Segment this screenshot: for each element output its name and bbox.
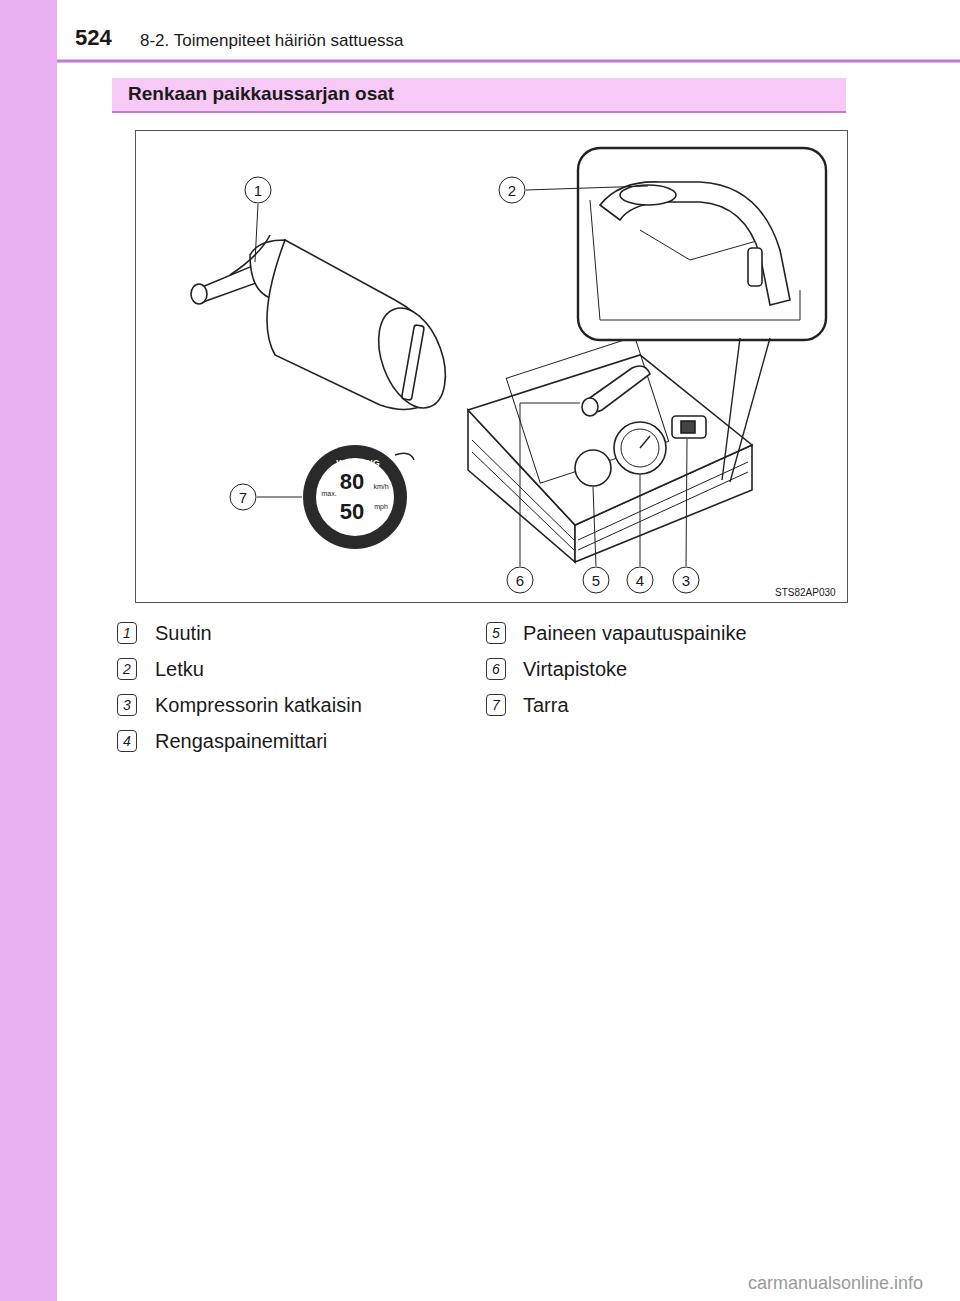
page-number: 524 [75, 25, 112, 51]
callout-number: 7 [239, 489, 247, 506]
part-name: Rengaspainemittari [155, 730, 327, 753]
running-header: 8-2. Toimenpiteet häiriön sattuessa [140, 31, 403, 51]
sticker-text: WARNING [336, 458, 380, 468]
sticker-speed: 80 [340, 469, 364, 495]
callout-number: 4 [117, 730, 137, 752]
callout-number: 3 [117, 694, 137, 716]
sealant-bottle [191, 235, 458, 417]
callout-number: 6 [486, 658, 506, 680]
callout-number: 2 [117, 658, 137, 680]
part-name: Suutin [155, 622, 212, 645]
illustration-frame [136, 131, 848, 603]
part-name: Paineen vapautuspainike [523, 622, 747, 645]
part-name: Kompressorin katkaisin [155, 694, 362, 717]
sticker-unit: max. [321, 490, 336, 497]
heading-band [112, 78, 846, 112]
callout-number: 1 [117, 622, 137, 644]
callout-number: 5 [592, 572, 600, 589]
sticker-speed: 50 [340, 499, 364, 525]
part-name: Virtapistoke [523, 658, 627, 681]
callout-number: 6 [516, 572, 524, 589]
hose-detail-inset [578, 148, 826, 482]
figure-code: STS82AP030 [775, 587, 836, 598]
header-rule [57, 60, 960, 63]
heading-rule [112, 111, 846, 113]
callout-number: 1 [254, 182, 262, 199]
callout-number: 5 [486, 622, 506, 644]
side-bar [0, 0, 57, 1301]
sticker-unit: km/h [373, 483, 388, 490]
compressor [468, 337, 752, 562]
warning-sticker [303, 445, 414, 549]
section-heading: Renkaan paikkaussarjan osat [128, 83, 394, 105]
part-name: Tarra [523, 694, 569, 717]
callout-number: 4 [636, 572, 644, 589]
callout-number: 3 [682, 572, 690, 589]
sticker-unit: mph [374, 503, 388, 510]
part-name: Letku [155, 658, 204, 681]
callout-number: 7 [486, 694, 506, 716]
callout-leaders [230, 177, 699, 593]
callout-number: 2 [508, 182, 516, 199]
watermark: carmanualsonline.info [748, 1273, 923, 1294]
